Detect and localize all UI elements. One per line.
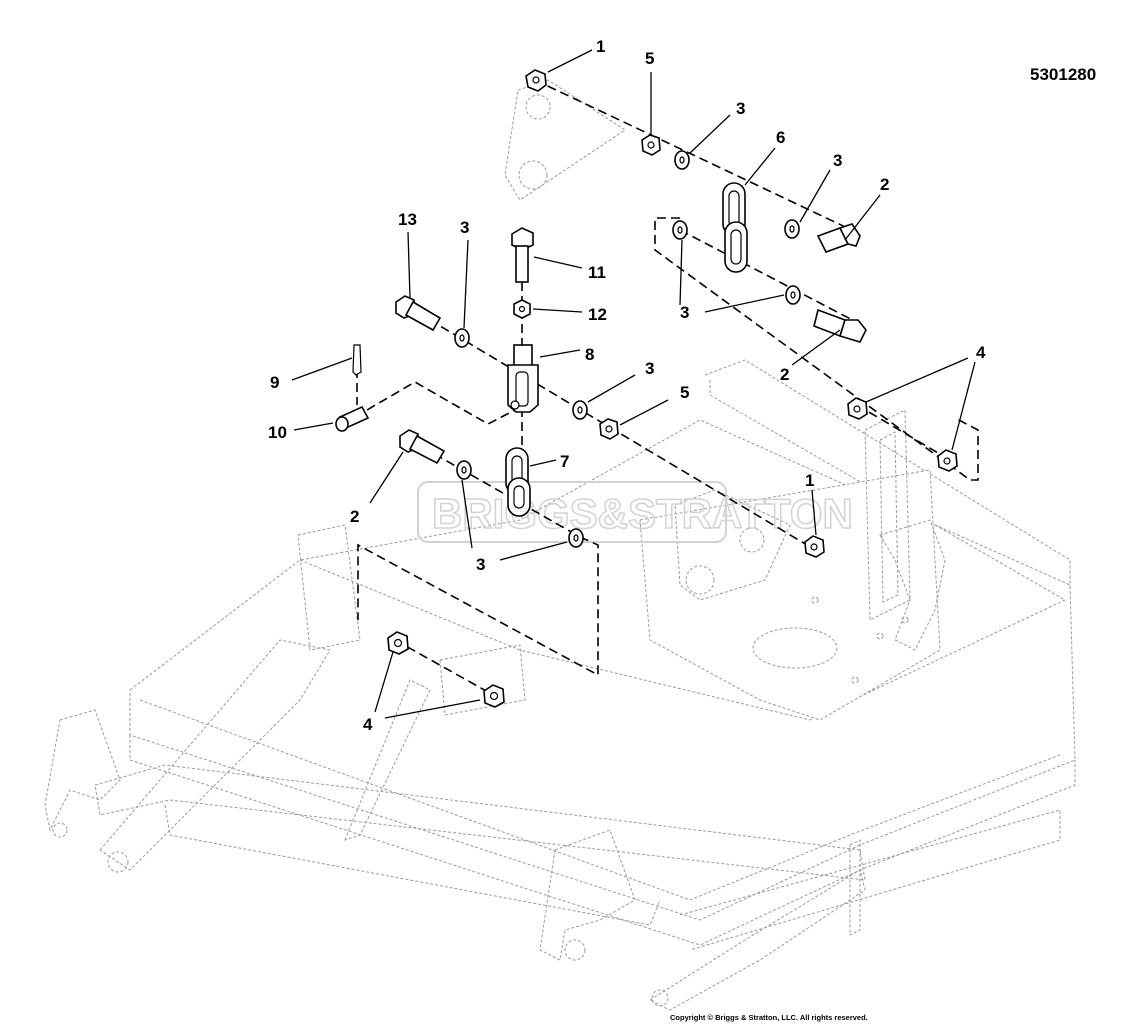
callout-4-left: 4 xyxy=(363,715,373,734)
callout-2-lower: 2 xyxy=(350,507,359,526)
lock-nut-icon xyxy=(599,418,619,440)
flange-nut-icon xyxy=(847,397,868,420)
callout-8: 8 xyxy=(585,345,594,364)
flange-nut-icon xyxy=(387,631,409,655)
washer-icon xyxy=(568,528,584,548)
hardware-parts xyxy=(335,69,958,708)
washer-icon xyxy=(784,219,800,239)
flange-nut-icon xyxy=(525,69,547,92)
callout-2-upper: 2 xyxy=(880,175,889,194)
hex-bolt-icon xyxy=(511,227,534,283)
callout-3-middle-right: 3 xyxy=(680,303,689,322)
callout-5-top: 5 xyxy=(645,49,654,68)
callout-3-left: 3 xyxy=(460,218,469,237)
flange-nut-icon xyxy=(483,684,505,708)
document-number: 5301280 xyxy=(1030,65,1096,84)
callout-12: 12 xyxy=(588,305,607,324)
callout-5-mid: 5 xyxy=(680,383,689,402)
callout-4-right: 4 xyxy=(976,343,986,362)
callout-3-right: 3 xyxy=(833,151,842,170)
hex-bolt-icon xyxy=(813,308,867,343)
hex-bolt-icon xyxy=(395,295,442,332)
callout-2-middle: 2 xyxy=(780,365,789,384)
hex-bolt-icon xyxy=(399,429,446,465)
callout-9: 9 xyxy=(270,373,279,392)
washer-icon xyxy=(454,328,470,348)
watermark-text: BRIGGS&STRATTON xyxy=(432,490,853,537)
leader-lines xyxy=(291,49,976,719)
callout-10: 10 xyxy=(268,423,287,442)
callout-3-upper: 3 xyxy=(736,99,745,118)
washer-icon xyxy=(674,150,690,170)
callout-1-top: 1 xyxy=(596,37,605,56)
callout-7: 7 xyxy=(560,452,569,471)
callout-labels: 1 5 3 6 3 2 13 3 11 12 3 8 9 3 5 2 4 10 … xyxy=(268,37,986,734)
callout-13: 13 xyxy=(398,210,417,229)
copyright-notice: Copyright © Briggs & Stratton, LLC. All … xyxy=(670,1013,868,1022)
flange-nut-icon xyxy=(937,449,958,472)
cotter-pin-icon xyxy=(352,344,362,376)
chain-link-icon xyxy=(722,182,748,273)
washer-icon xyxy=(456,460,472,480)
washer-icon xyxy=(785,285,801,305)
flange-nut-icon xyxy=(804,535,825,558)
callout-3-mid: 3 xyxy=(645,359,654,378)
watermark-logo: BRIGGS&STRATTON xyxy=(417,481,854,543)
hex-bolt-icon xyxy=(816,223,861,253)
callout-11: 11 xyxy=(588,263,606,282)
chain-link-icon xyxy=(505,447,531,517)
washer-icon xyxy=(672,220,688,240)
hex-nut-icon xyxy=(513,299,531,319)
callout-3-lower: 3 xyxy=(476,555,485,574)
callout-1-mid: 1 xyxy=(805,471,814,490)
mower-deck-ghost xyxy=(44,79,1076,1011)
clevis-pin-icon xyxy=(335,405,370,432)
clevis-icon xyxy=(507,344,539,413)
callout-6: 6 xyxy=(776,128,785,147)
washer-icon xyxy=(572,400,588,420)
lock-nut-icon xyxy=(641,134,661,156)
